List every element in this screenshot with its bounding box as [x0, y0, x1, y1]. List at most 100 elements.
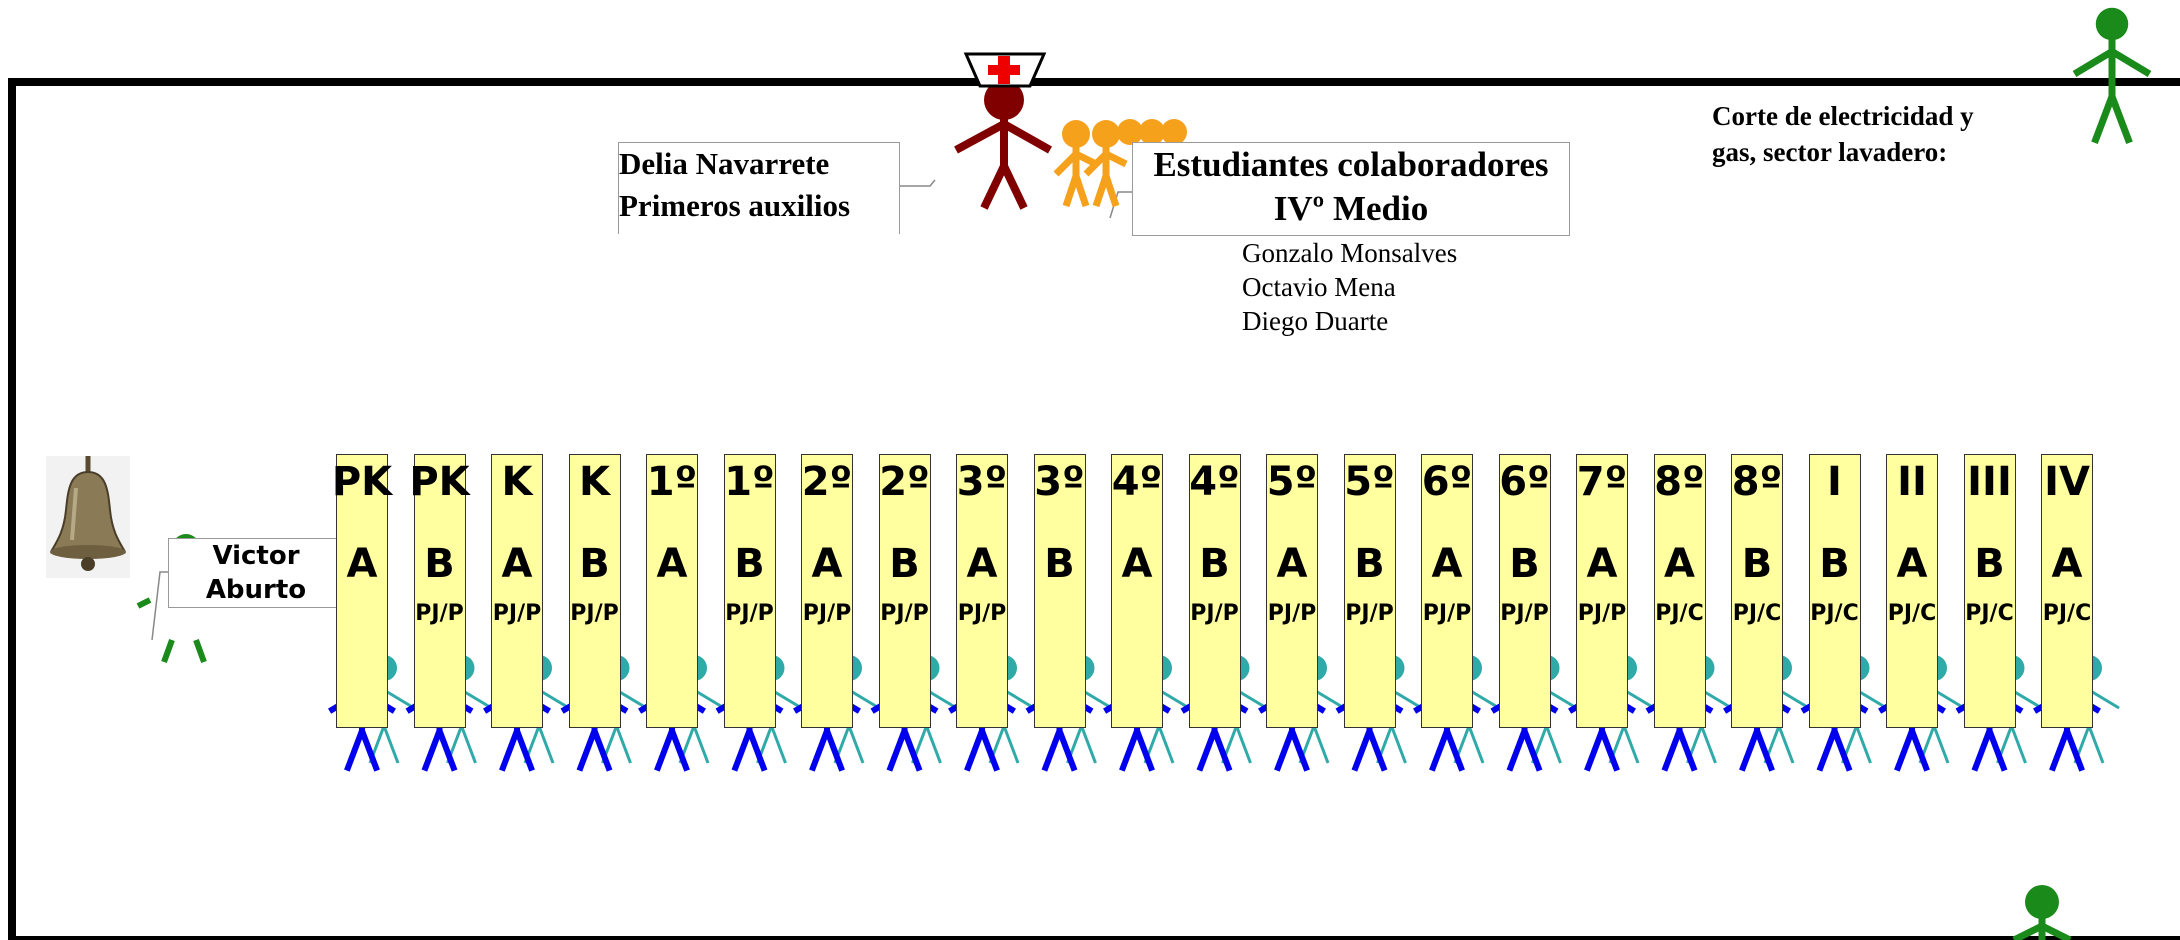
course-guardian: PJ/P	[1422, 601, 1472, 626]
helpers-leader	[1109, 191, 1132, 219]
course-guardian: PJ/P	[802, 601, 852, 626]
course-grade: 8º	[1654, 459, 1705, 505]
course-grade: IV	[2044, 459, 2090, 505]
course-guardian: PJ/P	[492, 601, 542, 626]
helpers-names-list: Gonzalo Monsalves Octavio Mena Diego Dua…	[1242, 236, 1457, 338]
course-section: B	[1354, 541, 1385, 587]
course-guardian: PJ/C	[1655, 601, 1704, 626]
course-section: B	[1044, 541, 1075, 587]
course-grade: 2º	[879, 459, 930, 505]
power-cut-line: Corte de electricidad y	[1712, 101, 1974, 131]
course-section: A	[1664, 541, 1695, 587]
course-section: B	[734, 541, 765, 587]
course-guardian: PJ/P	[1500, 601, 1549, 626]
course-grade: II	[1897, 459, 1927, 505]
first-aid-leader	[900, 179, 936, 187]
course-grade: PK	[331, 459, 393, 505]
course-section: A	[811, 541, 843, 587]
course-section: A	[1121, 541, 1153, 587]
course-guardian: PJ/P	[957, 601, 1007, 626]
course-grade: I	[1827, 459, 1842, 505]
bell-person-first-name: Victor	[212, 541, 300, 571]
bell-person-leader	[151, 571, 168, 641]
course-guardian: PJ/C	[2042, 601, 2092, 626]
course-grade: 6º	[1421, 459, 1473, 505]
course-grade: 7º	[1576, 459, 1628, 505]
course-guardian: PJ/P	[1577, 601, 1627, 626]
course-grade: K	[579, 459, 610, 505]
course-grade: 3º	[956, 459, 1008, 505]
building-wall	[8, 78, 2180, 940]
bell-person-callout: Victor Aburto	[168, 538, 344, 608]
course-grade: III	[1967, 459, 2012, 505]
course-guardian: PJ/P	[570, 601, 619, 626]
power-cut-note: Corte de electricidad y gas, sector lava…	[1712, 98, 1974, 170]
course-guardian: PJ/C	[1732, 601, 1782, 626]
helpers-title: Estudiantes colaboradores	[1153, 145, 1549, 184]
course-section: B	[1509, 541, 1540, 587]
course-guardian: PJ/P	[725, 601, 774, 626]
course-grade: 5º	[1344, 459, 1395, 505]
course-section: A	[1586, 541, 1618, 587]
course-grade: 1º	[724, 459, 775, 505]
course-guardian: PJ/C	[1965, 601, 2014, 626]
course-section: B	[1199, 541, 1230, 587]
course-guardian: PJ/P	[415, 601, 464, 626]
course-section: B	[1741, 541, 1773, 587]
staff-figure-icon	[2012, 885, 2072, 940]
nurse-figure-icon	[954, 80, 1052, 210]
first-aid-callout: Delia Navarrete Primeros auxilios	[618, 142, 900, 234]
course-section: B	[1974, 541, 2005, 587]
course-panel: II A PJ/C	[1886, 454, 1938, 728]
bell-person-last-name: Aburto	[205, 575, 307, 605]
course-section: A	[2051, 541, 2083, 587]
course-grade: 1º	[646, 459, 698, 505]
course-guardian: PJ/P	[1190, 601, 1239, 626]
first-aid-name: Delia Navarrete	[619, 146, 830, 181]
staff-figure-icon	[2072, 7, 2152, 144]
helpers-callout: Estudiantes colaboradores IVº Medio	[1132, 142, 1570, 236]
course-section: A	[1896, 541, 1928, 587]
course-guardian: PJ/C	[1810, 601, 1859, 626]
power-cut-line: gas, sector lavadero:	[1712, 137, 1948, 167]
course-grade: 4º	[1111, 459, 1163, 505]
course-grade: 4º	[1189, 459, 1240, 505]
course-grade: 5º	[1266, 459, 1318, 505]
course-section: A	[966, 541, 998, 587]
course-panel: III B PJ/C	[1963, 454, 2016, 728]
helper-name: Octavio Mena	[1242, 272, 1396, 302]
course-grade: PK	[409, 459, 470, 505]
course-panel: IV A PJ/C	[2041, 454, 2093, 728]
course-guardian: PJ/P	[1267, 601, 1317, 626]
course-section: A	[501, 541, 533, 587]
course-section: B	[424, 541, 455, 587]
course-grade: 2º	[801, 459, 853, 505]
course-section: B	[889, 541, 920, 587]
course-panel: PK B PJ/P	[409, 454, 470, 728]
course-guardian: PJ/C	[1887, 601, 1937, 626]
bell-icon	[46, 456, 130, 578]
course-grade: 8º	[1731, 459, 1783, 505]
course-section: B	[579, 541, 610, 587]
course-grade: 3º	[1034, 459, 1085, 505]
student-helpers-icon	[1053, 119, 1187, 208]
course-section: B	[1819, 541, 1850, 587]
